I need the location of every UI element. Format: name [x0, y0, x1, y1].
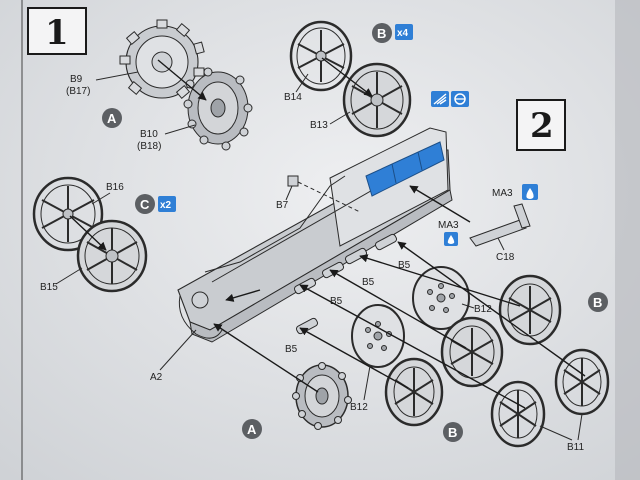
part-c18 [469, 203, 531, 247]
badge-b-top: B x4 [372, 23, 413, 43]
badge-c: C x2 [135, 194, 176, 214]
sprocket-b10 [183, 67, 253, 151]
assembly-arrows [213, 241, 586, 409]
pin-b7 [287, 175, 361, 213]
leader-b12-b [363, 365, 371, 401]
sprocket-b9 [119, 19, 205, 99]
label-b12-a: B12 [474, 304, 492, 315]
arrow-b9-to-b10 [157, 59, 207, 101]
leader-b9 [95, 71, 139, 81]
paint-icons [431, 91, 469, 107]
blue-panel [365, 141, 445, 197]
badge-b-bottom: B [443, 422, 463, 442]
leader-b12-a [461, 303, 475, 309]
leader-b13 [329, 111, 351, 125]
label-b10: B10 [140, 129, 158, 140]
wheel-b-right-1 [498, 274, 562, 346]
label-b5-d: B5 [285, 344, 298, 355]
label-b12-b: B12 [350, 402, 368, 413]
leader-b16 [91, 192, 111, 205]
arrow-c18 [409, 185, 471, 223]
leader-a2 [159, 329, 197, 371]
svg-text:B: B [448, 425, 457, 440]
label-b9: B9 [70, 74, 83, 85]
badge-c-multiplier: x2 [160, 200, 172, 211]
wheel-b13 [342, 62, 412, 138]
wheel-b14 [289, 20, 353, 92]
leader-b7 [285, 185, 293, 201]
leader-b10 [164, 124, 196, 135]
label-a2: A2 [150, 372, 163, 383]
wheel-b-left [384, 357, 444, 427]
arrow-b16-to-b15 [69, 215, 107, 251]
svg-text:C: C [140, 197, 150, 212]
label-b13: B13 [310, 120, 328, 131]
leader-b14 [295, 73, 309, 93]
label-b7: B7 [276, 200, 289, 211]
leader-c18 [497, 237, 505, 251]
wheel-b11-b [490, 380, 546, 448]
badge-b-right: B [588, 292, 608, 312]
label-ma3-a: MA3 [492, 188, 513, 199]
step-2-box: 2 [516, 99, 566, 151]
label-b5-c: B5 [330, 296, 343, 307]
leader-b15 [55, 267, 83, 285]
svg-text:B: B [377, 26, 386, 41]
label-c18: C18 [496, 252, 515, 263]
label-ma3-b: MA3 [438, 220, 459, 231]
arrow-b14-to-b13 [321, 57, 373, 97]
label-b5-b: B5 [362, 277, 375, 288]
sprocket-bottom [292, 362, 352, 430]
label-b15: B15 [40, 282, 58, 293]
paint-drop-icon [522, 184, 538, 200]
svg-text:A: A [107, 111, 117, 126]
label-b17: (B17) [66, 86, 90, 97]
step-1-number: 1 [45, 13, 69, 53]
disc-b12-b [351, 304, 405, 368]
label-b18: (B18) [137, 141, 161, 152]
leader-b11-b [539, 425, 573, 441]
wheel-b-mid [440, 316, 504, 388]
svg-text:A: A [247, 422, 257, 437]
svg-text:B: B [593, 295, 602, 310]
wheel-b15 [76, 219, 148, 293]
step-1-box: 1 [27, 7, 87, 55]
badge-a-bottom: A [242, 419, 262, 439]
label-b16: B16 [106, 182, 124, 193]
label-b11: B11 [567, 442, 584, 453]
right-shadow [615, 0, 640, 480]
paint-drop-icon-2 [444, 232, 458, 246]
label-b14: B14 [284, 92, 302, 103]
step-2-number: 2 [530, 106, 554, 146]
leader-b11-a [577, 413, 583, 441]
badge-b-top-multiplier: x4 [397, 28, 409, 39]
badge-a-top: A [102, 108, 122, 128]
label-b5-a: B5 [398, 260, 411, 271]
wheel-b16 [32, 176, 104, 252]
